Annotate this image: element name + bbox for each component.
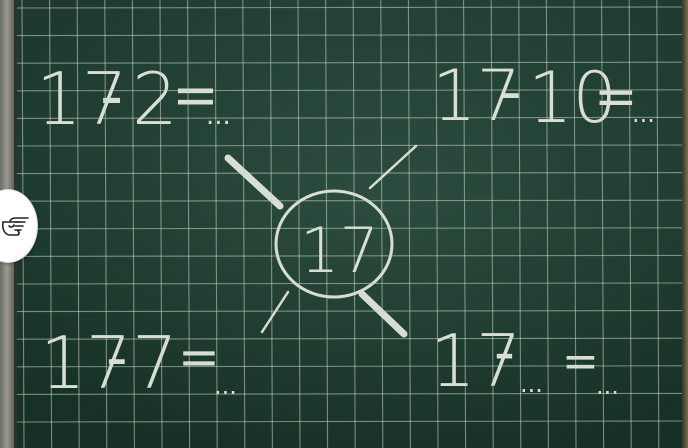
grid-line-vertical xyxy=(546,0,548,448)
grid-line-vertical xyxy=(50,0,52,448)
grid-line-vertical xyxy=(381,0,383,448)
grid-line-vertical xyxy=(132,0,134,448)
grid-line-vertical xyxy=(77,0,79,448)
grid-line-vertical xyxy=(602,0,604,448)
grid-line-horizontal xyxy=(0,338,688,339)
grid-line-horizontal xyxy=(0,255,688,256)
grid-line-horizontal xyxy=(0,283,688,284)
grid-line-vertical xyxy=(408,0,410,448)
grid-line-horizontal xyxy=(0,90,688,91)
grid-line-horizontal xyxy=(0,173,688,174)
grid-line-vertical xyxy=(353,0,355,448)
grid-line-horizontal xyxy=(0,7,688,8)
grid-line-horizontal xyxy=(0,145,688,146)
grid-line-vertical xyxy=(270,0,272,448)
grid-line-vertical xyxy=(491,0,493,448)
grid-line-horizontal xyxy=(0,117,688,118)
grid-line-horizontal xyxy=(0,421,688,422)
grid-line-vertical xyxy=(160,0,162,448)
grid-line-vertical xyxy=(629,0,631,448)
grid-line-vertical xyxy=(188,0,190,448)
grid-line-vertical xyxy=(436,0,438,448)
grid-line-vertical xyxy=(574,0,576,448)
grid-line-vertical xyxy=(326,0,328,448)
grid-line-horizontal xyxy=(0,366,688,367)
grid-line-horizontal xyxy=(0,311,688,312)
grid-line-vertical xyxy=(243,0,245,448)
grid-line-vertical xyxy=(105,0,107,448)
grid-line-horizontal xyxy=(0,200,688,201)
grid-line-horizontal xyxy=(0,228,688,229)
board-frame-right xyxy=(682,0,688,448)
grid-line-vertical xyxy=(298,0,300,448)
grid-line-vertical xyxy=(519,0,521,448)
grid-line-vertical xyxy=(657,0,659,448)
grid-line-vertical xyxy=(215,0,217,448)
grid-line-horizontal xyxy=(0,35,688,36)
grid-line-horizontal xyxy=(0,62,688,63)
grid-line-horizontal xyxy=(0,393,688,394)
grid-line-vertical xyxy=(464,0,466,448)
pointing-hand-icon xyxy=(1,212,31,240)
